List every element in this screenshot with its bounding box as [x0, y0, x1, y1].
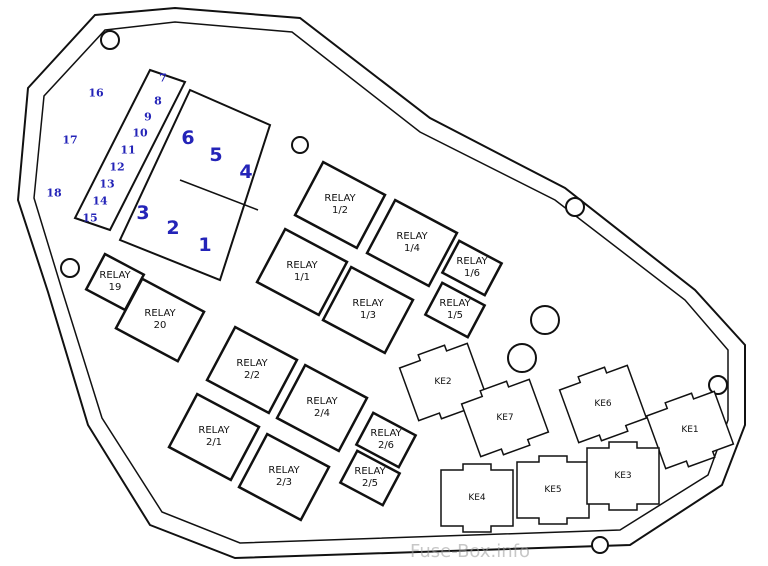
relay-slot-2-2	[205, 325, 299, 415]
relay-slot-1-5	[423, 281, 487, 339]
connector-label-ke6: KE6	[594, 399, 612, 409]
relay-slot-2-3	[237, 432, 331, 522]
relay-word: RELAY	[236, 358, 268, 369]
fuse-number-18: 18	[46, 186, 62, 200]
relay-slot-2-6	[354, 411, 418, 469]
fuse-number-3: 3	[136, 202, 150, 224]
fuse-number-15: 15	[82, 211, 98, 225]
relay-word: RELAY	[439, 298, 471, 309]
fuse-number-12: 12	[109, 160, 125, 174]
relay-word: RELAY	[370, 428, 402, 439]
relay-id: 2/6	[377, 440, 395, 451]
fuse-number-9: 9	[144, 110, 152, 124]
relay-slot-1-6	[440, 239, 504, 297]
relay-word: RELAY	[352, 298, 384, 309]
relay-id: 1/5	[446, 310, 464, 321]
relay-id: 2/2	[243, 370, 261, 381]
connector-slot-ke4	[440, 463, 514, 533]
relay-id: 2/4	[313, 408, 331, 419]
connector-slot-ke1	[645, 390, 735, 470]
relay-slot-2-1	[167, 392, 261, 482]
relay-slot-2-5	[338, 449, 402, 507]
relay-word: RELAY	[456, 256, 488, 267]
fuse-number-8: 8	[154, 94, 162, 108]
relay-word: RELAY	[306, 396, 338, 407]
relay-slot-1-3	[321, 265, 415, 355]
fuse-slots	[73, 68, 272, 282]
fuse-number-5: 5	[209, 144, 223, 166]
connector-label-ke5: KE5	[544, 485, 562, 495]
fuse-number-1: 1	[198, 234, 212, 256]
fuse-number-10: 10	[132, 126, 148, 140]
relay-word: RELAY	[268, 465, 300, 476]
fuse-number-17: 17	[62, 133, 78, 147]
relay-id: 19	[108, 282, 122, 293]
mount-holes	[60, 30, 728, 554]
relay-slot-1-4	[365, 198, 459, 288]
connector-label-ke2: KE2	[434, 377, 452, 387]
relay-word: RELAY	[396, 231, 428, 242]
connector-label-ke1: KE1	[681, 425, 699, 435]
fuse-number-13: 13	[99, 177, 115, 191]
relay-id: 2/1	[205, 437, 223, 448]
relay-word: RELAY	[354, 466, 386, 477]
housing-outer	[16, 6, 746, 560]
relay-word: RELAY	[286, 260, 318, 271]
fuse-number-16: 16	[88, 86, 104, 100]
watermark: Fuse-Box.info	[410, 541, 530, 562]
connector-slot-ke5	[516, 455, 590, 525]
fuse-number-2: 2	[166, 217, 180, 239]
connector-slot-ke3	[586, 441, 660, 511]
relay-id: 1/6	[463, 268, 481, 279]
connector-slot-ke7	[460, 378, 550, 458]
relay-slot-20	[114, 277, 206, 363]
connector-label-ke3: KE3	[614, 471, 632, 481]
relay-slot-2-4	[275, 363, 369, 453]
fuse-number-6: 6	[181, 127, 195, 149]
connector-label-ke7: KE7	[496, 413, 514, 423]
relay-word: RELAY	[198, 425, 230, 436]
relay-id: 20	[153, 320, 167, 331]
relay-id: 1/3	[359, 310, 377, 321]
relay-id: 2/5	[361, 478, 379, 489]
housing-inner	[33, 21, 729, 544]
relay-word: RELAY	[144, 308, 176, 319]
relay-id: 1/1	[293, 272, 311, 283]
relay-slot-1-1	[255, 227, 349, 317]
fuse-number-14: 14	[92, 194, 108, 208]
connector-slot-ke6	[558, 364, 648, 444]
fuse-number-4: 4	[239, 161, 253, 183]
relay-word: RELAY	[99, 270, 131, 281]
relay-slot-1-2	[293, 160, 387, 250]
relay-word: RELAY	[324, 193, 356, 204]
fuse-number-11: 11	[120, 143, 136, 157]
relay-id: 2/3	[275, 477, 293, 488]
fuse-number-7: 7	[159, 71, 167, 85]
relay-id: 1/2	[331, 205, 349, 216]
relay-id: 1/4	[403, 243, 421, 254]
connector-label-ke4: KE4	[468, 493, 486, 503]
